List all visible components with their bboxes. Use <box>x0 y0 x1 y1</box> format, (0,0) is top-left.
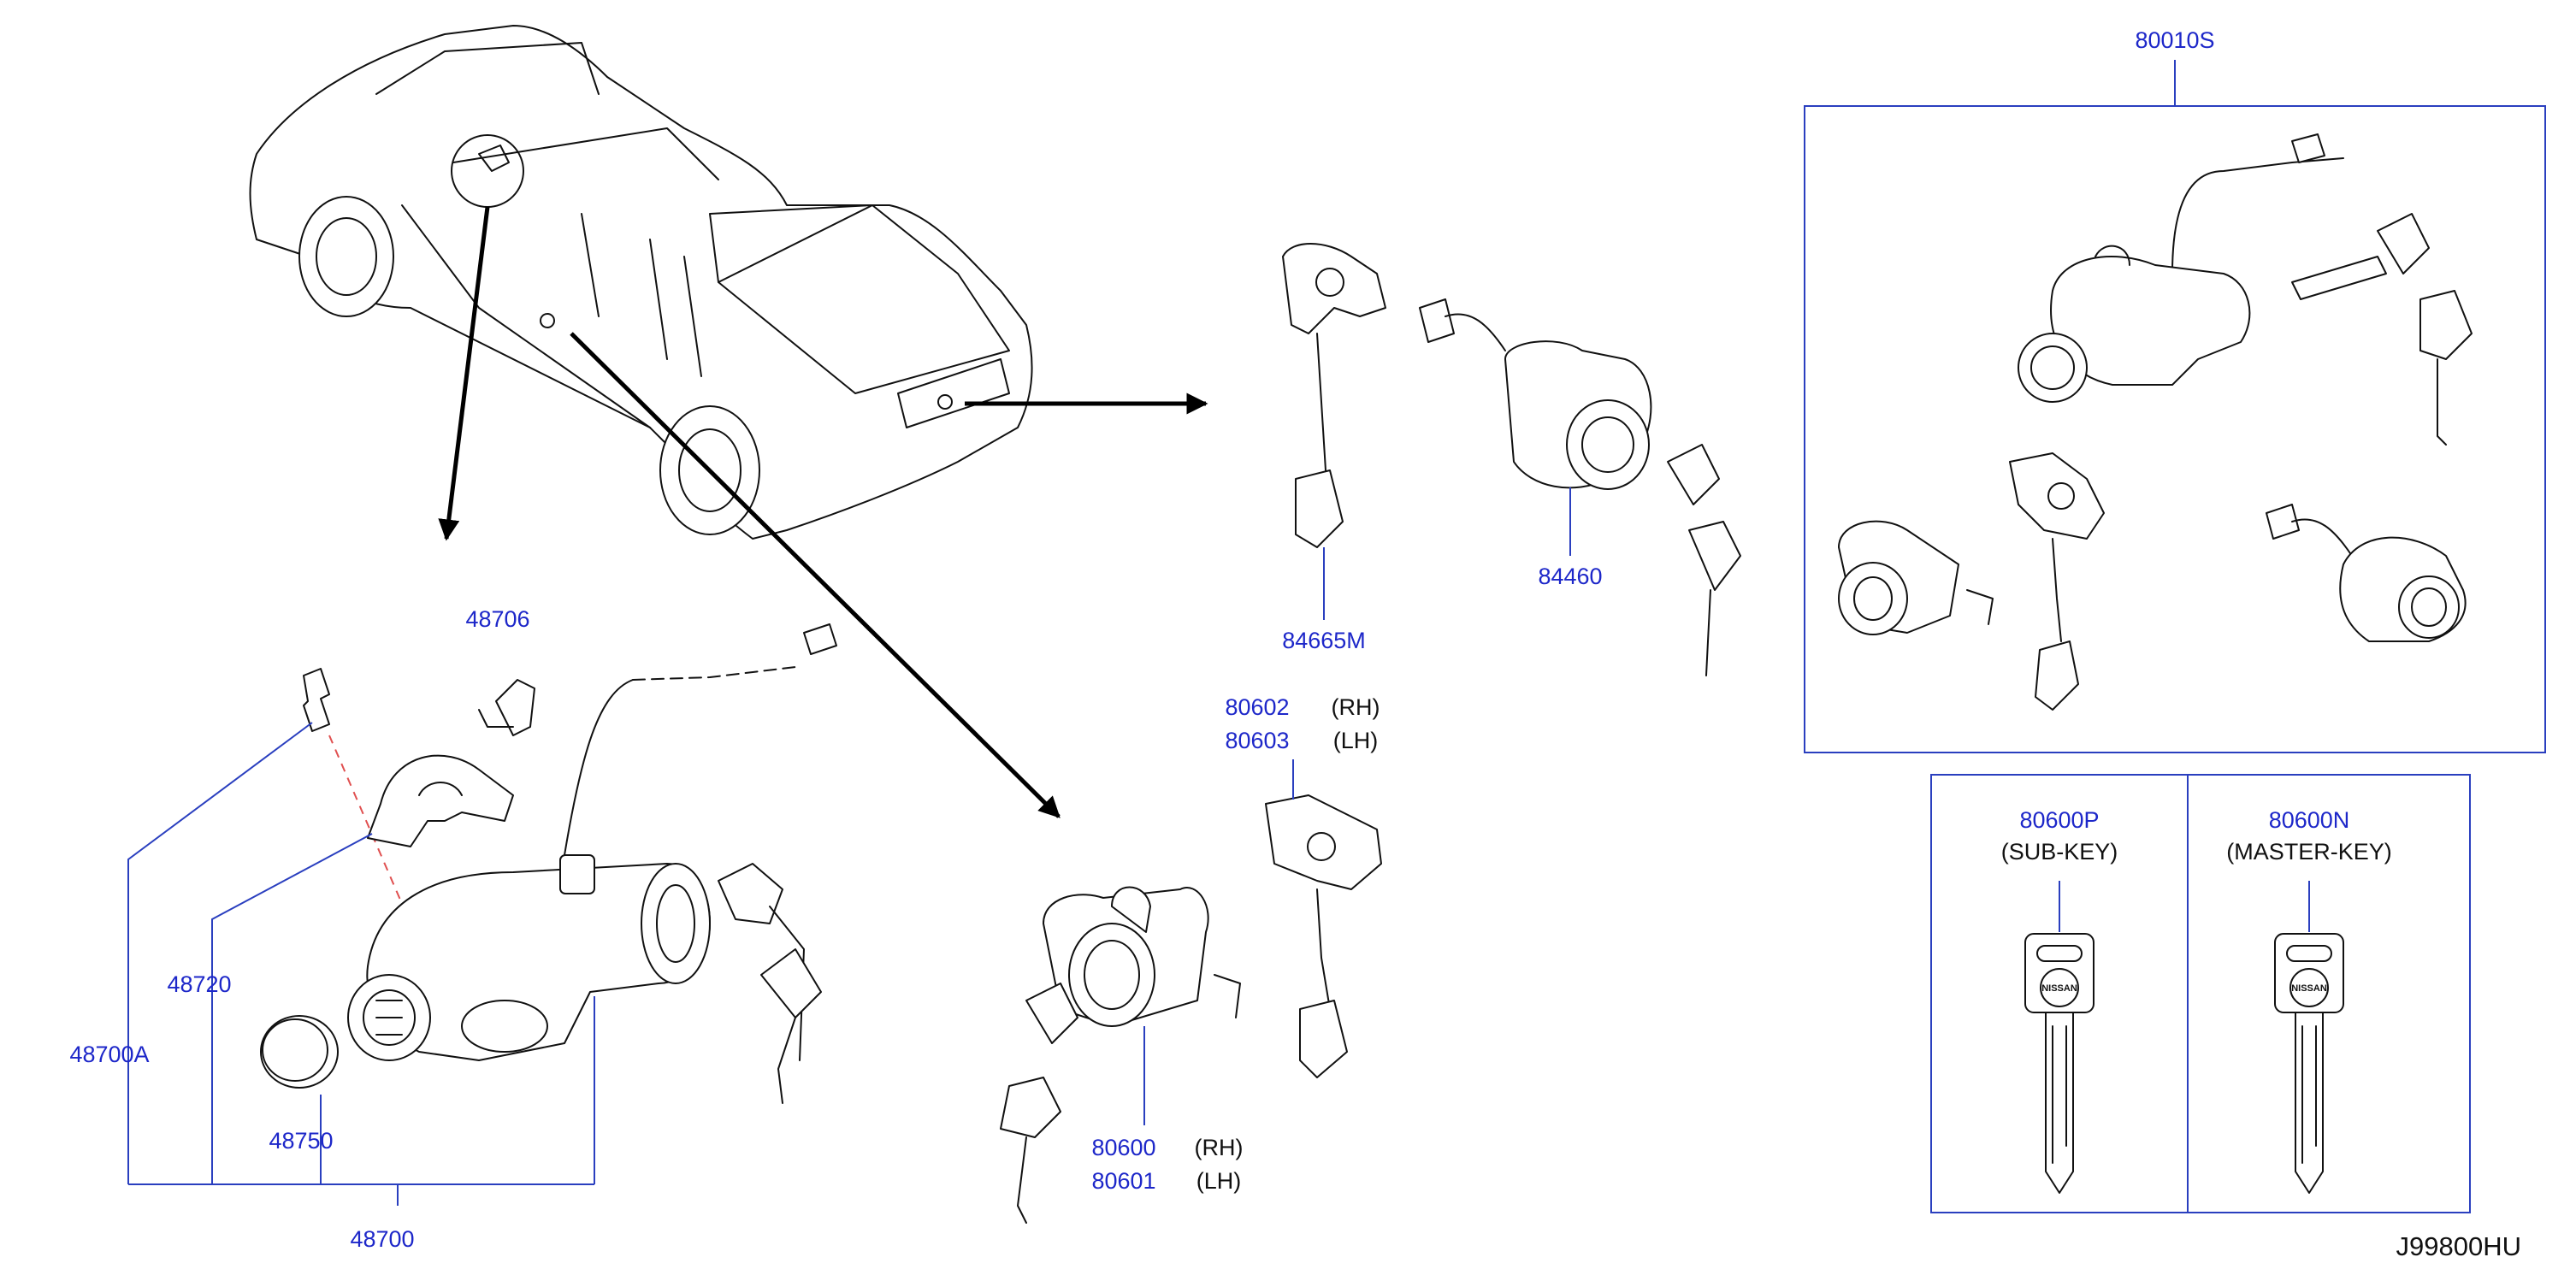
label-80600N[interactable]: 80600N <box>2269 807 2350 833</box>
label-80603[interactable]: 80603 <box>1225 728 1289 753</box>
label-80602-side: (RH) <box>1332 694 1380 720</box>
ignition-leader-lines <box>127 722 595 1206</box>
master-key-brand-text: NISSAN <box>2291 983 2327 994</box>
diagram-reference-id: J99800HU <box>2396 1231 2521 1261</box>
label-48700A[interactable]: 48700A <box>69 1042 149 1067</box>
key-boxes <box>1930 774 2471 1213</box>
label-master-key: (MASTER-KEY) <box>2226 839 2392 865</box>
label-48750[interactable]: 48750 <box>269 1128 333 1154</box>
label-80600P[interactable]: 80600P <box>2019 807 2099 833</box>
label-48720[interactable]: 48720 <box>167 971 231 997</box>
ring-48706-drawing <box>478 679 535 736</box>
trunk-leaders <box>1323 487 1571 620</box>
ignition-lock-drawing <box>260 623 837 1104</box>
car-arrows <box>438 206 1208 818</box>
label-80603-side: (LH) <box>1333 728 1379 753</box>
label-84665M[interactable]: 84665M <box>1282 628 1366 653</box>
label-80600-side: (RH) <box>1195 1135 1244 1160</box>
label-80602[interactable]: 80602 <box>1225 694 1289 720</box>
trunk-cylinder-drawing <box>1282 243 1741 676</box>
label-sub-key: (SUB-KEY) <box>2001 839 2118 865</box>
car-illustration <box>249 25 1033 540</box>
label-80601-side: (LH) <box>1196 1168 1242 1194</box>
master-key-drawing <box>2274 933 2344 1194</box>
label-80601[interactable]: 80601 <box>1091 1168 1155 1194</box>
label-80600[interactable]: 80600 <box>1091 1135 1155 1160</box>
sub-key-brand-text: NISSAN <box>2041 983 2077 994</box>
label-48700[interactable]: 48700 <box>350 1226 414 1252</box>
label-84460[interactable]: 84460 <box>1538 564 1602 589</box>
door-cylinder-leaders <box>1143 759 1294 1125</box>
kit-box <box>1804 60 2546 753</box>
sub-key-drawing <box>2024 933 2094 1194</box>
label-48706[interactable]: 48706 <box>465 606 529 632</box>
door-cylinder-drawing <box>1000 794 1382 1224</box>
label-80010S[interactable]: 80010S <box>2135 27 2214 53</box>
